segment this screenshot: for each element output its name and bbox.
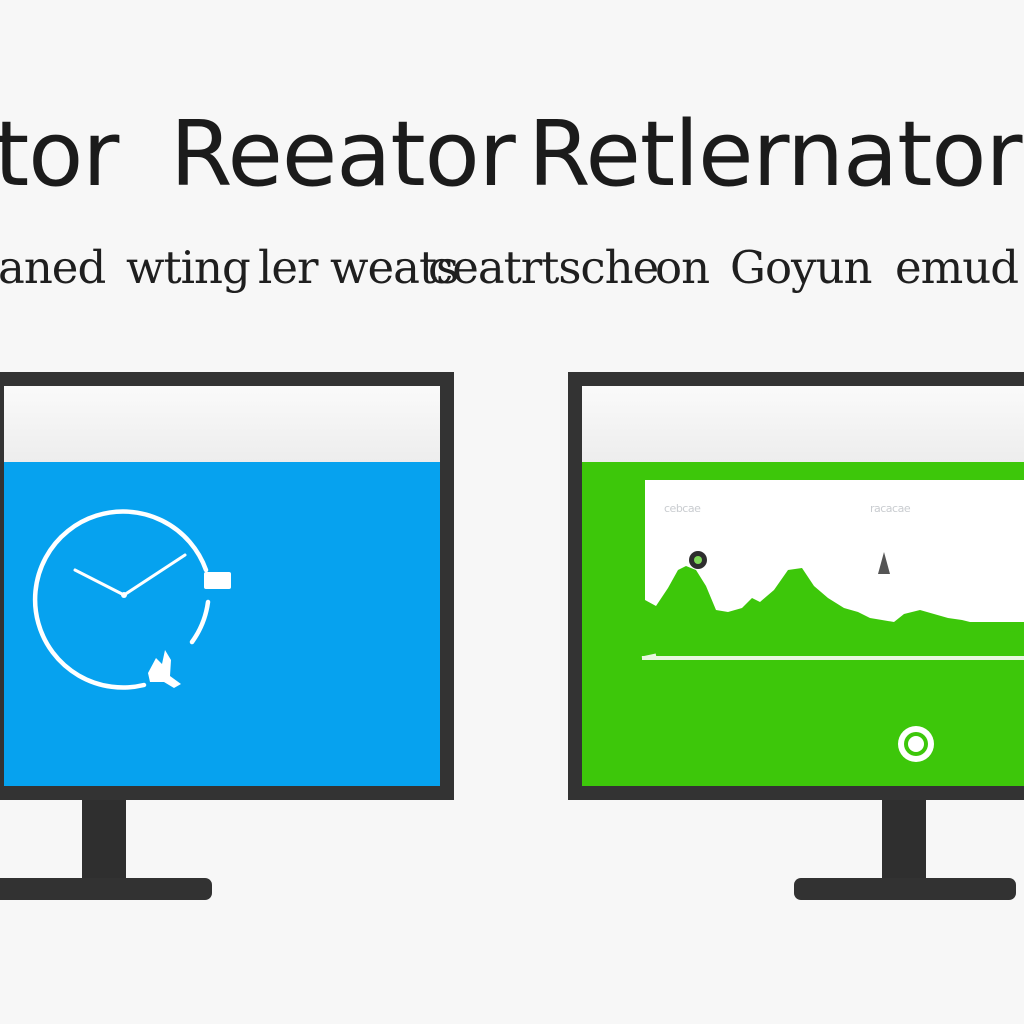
subheadline-word-2: wting <box>126 241 251 294</box>
subheadline: aned wting ler weats ceatrtsche on Goyun… <box>0 238 1024 298</box>
subheadline-word-7: Goyun <box>730 241 872 294</box>
left-monitor-screen <box>4 386 440 786</box>
record-button-icon[interactable] <box>906 734 926 754</box>
subheadline-word-1: aned <box>0 241 106 294</box>
right-monitor: cebcae racacae <box>568 372 1024 800</box>
waveform-graphic <box>641 480 1024 762</box>
chart-label-left: cebcae <box>664 502 701 515</box>
headline-title-reeator: Reeator <box>170 105 516 205</box>
left-monitor-stand-base <box>0 878 212 900</box>
subheadline-word-6: on <box>655 241 710 294</box>
headline-title-retlernator: Retlernator <box>528 105 1022 205</box>
left-monitor-stand-neck <box>82 800 126 882</box>
chart-label-right: racacae <box>870 502 911 515</box>
left-blue-panel <box>4 462 440 786</box>
subheadline-word-3: ler <box>258 241 319 294</box>
left-monitor <box>0 372 454 800</box>
right-monitor-stand-base <box>794 878 1016 900</box>
right-monitor-screen: cebcae racacae <box>582 386 1024 786</box>
subheadline-word-4: weats <box>330 241 459 294</box>
subheadline-word-8: emud <box>895 241 1019 294</box>
subheadline-word-5: ceatrtsche <box>428 241 659 294</box>
right-monitor-stand-neck <box>882 800 926 882</box>
right-window-title-bar <box>582 386 1024 462</box>
right-green-panel: cebcae racacae <box>582 462 1024 786</box>
clock-icon <box>32 509 231 690</box>
left-window-title-bar <box>4 386 440 462</box>
headline: tor Reeator Retlernator <box>0 105 1024 205</box>
headline-fragment-left: tor <box>0 105 119 205</box>
